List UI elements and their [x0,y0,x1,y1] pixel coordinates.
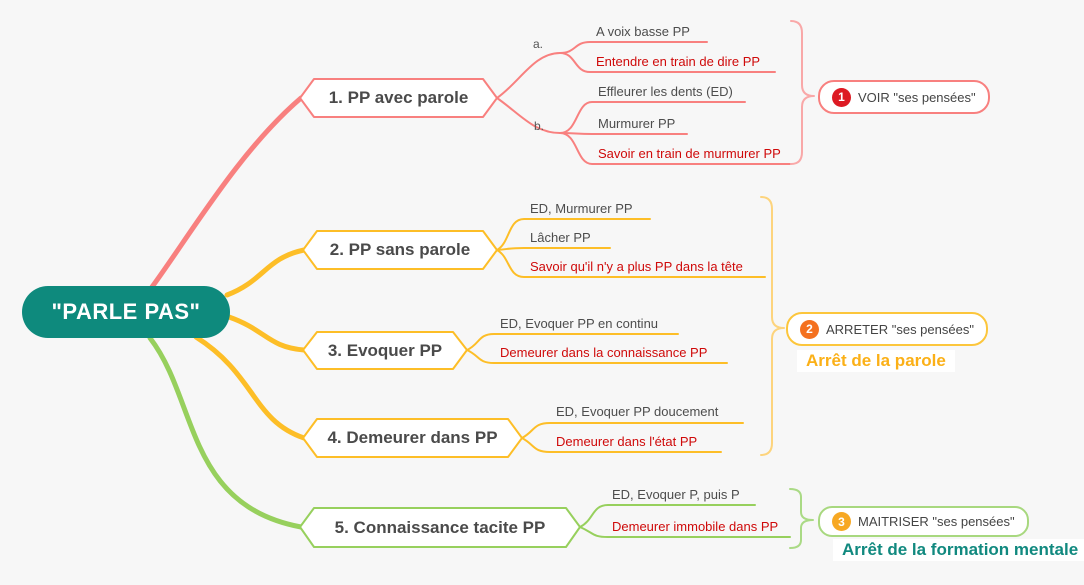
leaf-node[interactable]: A voix basse PP [596,24,690,39]
brace-voir [790,20,815,165]
branch-shape-3 [302,331,468,370]
branch-node-1[interactable]: 1. PP avec parole [328,88,469,107]
group-label-a: a. [533,37,544,51]
group-label-b: b. [534,119,545,133]
leaf-node[interactable]: Savoir en train de murmurer PP [598,146,781,161]
summary-arreter[interactable]: 2 ARRETER "ses pensées" [786,312,988,346]
branch-node-3[interactable]: 3. Evoquer PP [327,340,443,360]
branch-node-2[interactable]: 2. PP sans parole [329,240,471,259]
leaf-node[interactable]: Demeurer dans la connaissance PP [500,345,708,360]
badge-2: 2 [800,319,819,339]
branch-shape-5 [299,507,581,548]
summary-maitriser[interactable]: 3 MAITRISER "ses pensées" [818,506,1029,537]
badge-3: 3 [832,512,851,531]
leaf-node[interactable]: ED, Evoquer PP en continu [500,316,659,331]
leaf-node[interactable]: Demeurer immobile dans PP [612,519,779,534]
branch-node-4[interactable]: 4. Demeurer dans PP [327,428,498,447]
leaf-node[interactable]: Murmurer PP [598,116,676,131]
summary-arreter-label: ARRETER "ses pensées" [826,321,974,337]
summary-voir[interactable]: 1 VOIR "ses pensées" [818,80,990,114]
branch-shape-1 [299,78,498,118]
leaf-node[interactable]: Lâcher PP [530,230,591,245]
leaf-node[interactable]: Entendre en train de dire PP [596,54,761,69]
branch-shape-4 [302,418,523,458]
brace-arreter [760,196,785,456]
leaf-node[interactable]: Savoir qu'il n'y a plus PP dans la tête [530,259,743,274]
leaf-node[interactable]: Effleurer les dents (ED) [598,84,733,99]
leaf-node[interactable]: ED, Evoquer PP doucement [556,404,719,419]
caption-arret-formation: Arrêt de la formation mentale [833,539,1084,561]
leaf-node[interactable]: ED, Murmurer PP [530,201,633,216]
branch-node-5[interactable]: 5. Connaissance tacite PP [334,517,546,537]
branch-shape-2 [302,230,498,270]
caption-arret-parole: Arrêt de la parole [797,350,955,372]
leaf-node[interactable]: Demeurer dans l'état PP [556,434,698,449]
summary-voir-label: VOIR "ses pensées" [858,89,976,105]
brace-maitriser [789,488,814,549]
badge-1: 1 [832,87,851,107]
leaf-node[interactable]: ED, Evoquer P, puis P [612,487,740,502]
root-node[interactable]: "PARLE PAS" [22,286,230,338]
summary-maitriser-label: MAITRISER "ses pensées" [858,514,1015,529]
